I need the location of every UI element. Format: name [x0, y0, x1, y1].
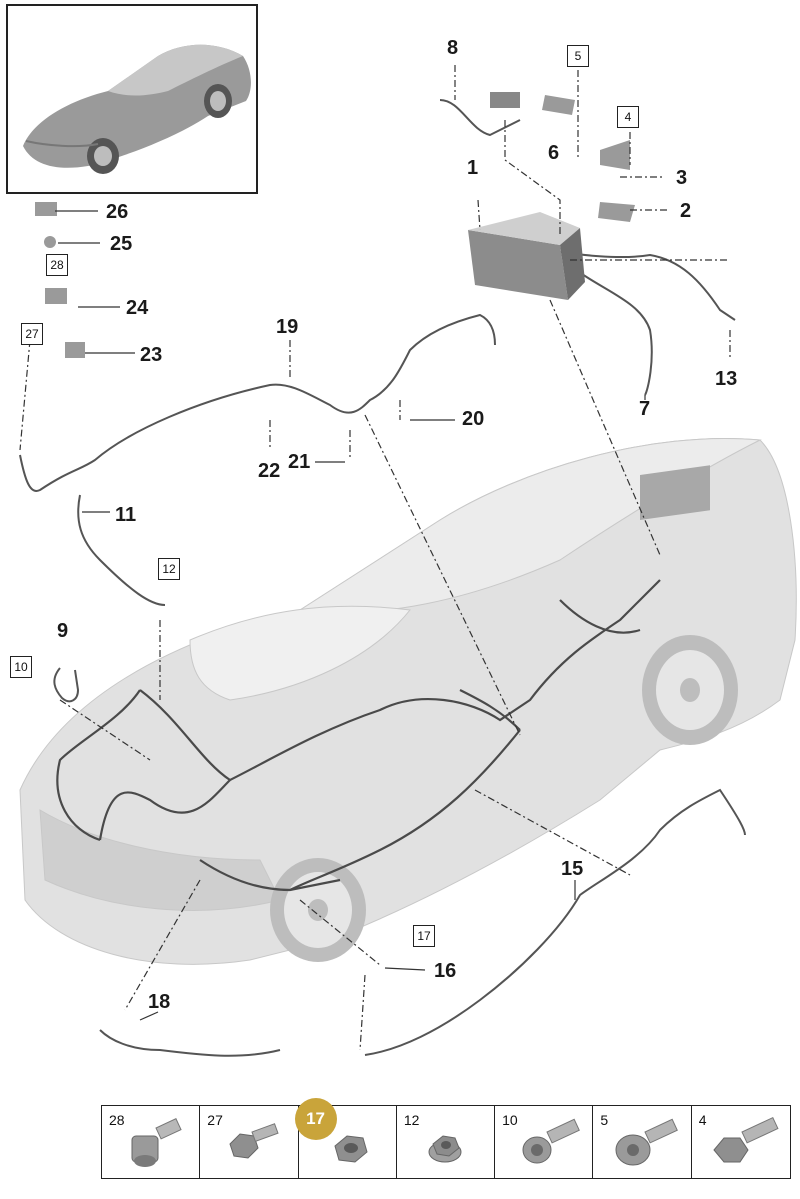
part-cell-label: 27 — [207, 1112, 223, 1128]
part-cell-27[interactable]: 27 — [200, 1106, 299, 1178]
part-cell-28[interactable]: 28 — [102, 1106, 201, 1178]
part-cell-label: 10 — [502, 1112, 518, 1128]
flange-nut-icon — [428, 1135, 462, 1163]
callout-1: 1 — [467, 157, 479, 179]
torx-bolt-icon — [522, 1118, 581, 1164]
callout-16: 16 — [434, 960, 457, 982]
callout-11: 11 — [115, 504, 137, 526]
callout-23: 23 — [140, 344, 163, 366]
callout-20: 20 — [462, 408, 485, 430]
vehicle-thumbnail — [6, 4, 258, 194]
stud-bolt-icon — [131, 1118, 182, 1167]
boxed-ref-4: 4 — [617, 106, 639, 128]
callout-7: 7 — [639, 398, 651, 420]
boxed-ref-10: 10 — [10, 656, 32, 678]
hex-nut-icon — [333, 1135, 368, 1163]
hex-flange-bolt-icon — [229, 1123, 279, 1159]
callout-22: 22 — [258, 460, 281, 482]
callout-13: 13 — [715, 368, 738, 390]
label-leaders — [55, 210, 576, 1021]
battery-detail — [468, 212, 585, 300]
boxed-ref-27: 27 — [21, 323, 43, 345]
part-cell-4[interactable]: 4 — [692, 1106, 790, 1178]
callout-3: 3 — [676, 167, 688, 189]
part-cell-label: 28 — [109, 1112, 125, 1128]
part-cell-10[interactable]: 10 — [495, 1106, 594, 1178]
callout-19: 19 — [276, 316, 299, 338]
callout-18: 18 — [148, 991, 171, 1013]
car-wiring-harness — [56, 579, 661, 892]
rear-wheel — [642, 635, 738, 745]
trunk-battery-in-car — [640, 465, 710, 521]
callout-24: 24 — [126, 297, 149, 319]
callout-2: 2 — [680, 200, 692, 222]
highlighted-part-badge: 17 — [294, 1098, 337, 1140]
callout-26: 26 — [106, 201, 129, 223]
bracket-parts — [35, 92, 635, 358]
callout-15: 15 — [561, 858, 584, 880]
part-cell-label: 4 — [698, 1112, 707, 1128]
front-wheel — [270, 858, 366, 962]
part-cell-label: 5 — [600, 1112, 609, 1128]
callout-8: 8 — [447, 37, 459, 59]
car-thumbnail-icon — [23, 44, 251, 174]
hex-bolt-icon — [713, 1116, 779, 1163]
boxed-ref-12: 12 — [158, 558, 180, 580]
leader-lines — [19, 65, 731, 1051]
callout-9: 9 — [57, 620, 69, 642]
callout-6: 6 — [548, 142, 560, 164]
boxed-ref-17: 17 — [413, 925, 435, 947]
small-parts-strip: 28 27 17 12 10 — [101, 1098, 791, 1179]
boxed-ref-5: 5 — [567, 45, 589, 67]
boxed-ref-28: 28 — [46, 254, 68, 276]
callout-21: 21 — [288, 451, 311, 473]
part-cell-label: 12 — [403, 1112, 420, 1128]
round-head-bolt-icon — [615, 1118, 679, 1166]
part-cell-17[interactable]: 17 — [294, 1098, 397, 1178]
part-cell-5[interactable]: 5 — [593, 1106, 692, 1178]
part-cell-12[interactable]: 12 — [397, 1106, 496, 1178]
callout-25: 25 — [110, 233, 133, 255]
